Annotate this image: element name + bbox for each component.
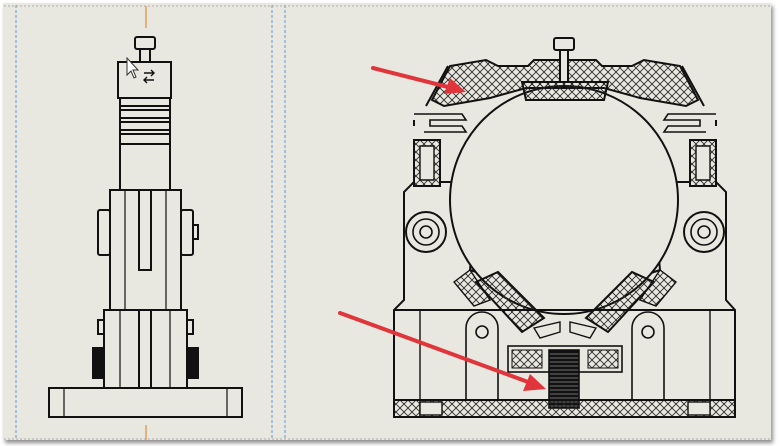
bottom-callout-arrow xyxy=(338,311,546,391)
section-view[interactable] xyxy=(393,37,736,418)
reference-icon[interactable] xyxy=(143,69,155,84)
top-callout-arrow xyxy=(371,66,466,94)
drawing-sheet xyxy=(3,3,771,440)
sheet-border xyxy=(15,5,286,440)
side-view[interactable] xyxy=(48,36,243,418)
cursor-arrow-icon xyxy=(126,56,140,79)
drawing-canvas[interactable] xyxy=(3,3,771,440)
